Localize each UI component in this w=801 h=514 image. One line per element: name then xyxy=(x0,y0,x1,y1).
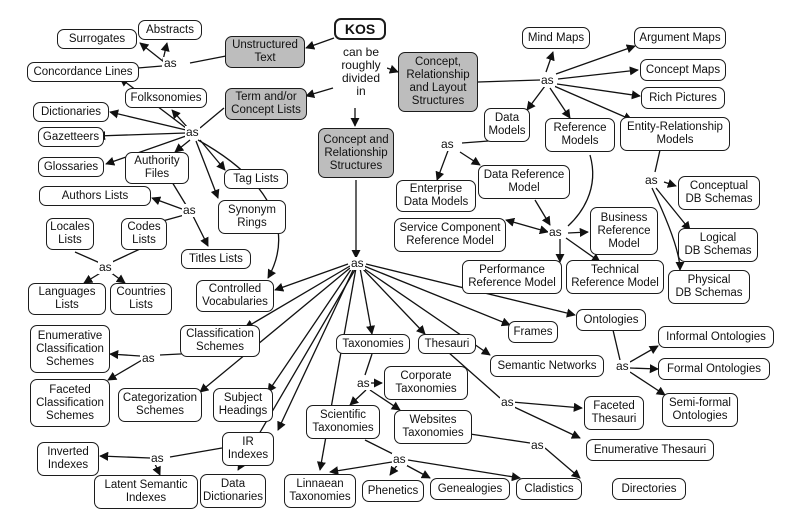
data-models-node: Data Models xyxy=(484,108,530,142)
ir-indexes-node: IR Indexes xyxy=(222,432,274,466)
faceted-thesauri-node: Faceted Thesauri xyxy=(584,396,644,430)
as-label: as xyxy=(98,260,113,274)
faceted-classification-schemes-node: Faceted Classification Schemes xyxy=(30,379,110,427)
entity-relationship-models-node: Entity-Relationship Models xyxy=(620,117,730,151)
as-label: as xyxy=(615,359,630,373)
enumerative-thesauri-node: Enumerative Thesauri xyxy=(586,439,714,461)
concept-relationship-layout-node: Concept, Relationship and Layout Structu… xyxy=(398,52,478,112)
glossaries-node: Glossaries xyxy=(38,157,104,177)
synonym-rings-node: Synonym Rings xyxy=(218,200,286,234)
countries-lists-node: Countries Lists xyxy=(110,283,172,315)
informal-ontologies-node: Informal Ontologies xyxy=(658,326,774,348)
business-reference-model-node: Business Reference Model xyxy=(590,207,658,255)
thesauri-node: Thesauri xyxy=(418,334,476,354)
as-label: as xyxy=(440,137,455,151)
as-label: as xyxy=(185,125,200,139)
languages-lists-node: Languages Lists xyxy=(28,283,106,315)
classification-schemes-node: Classification Schemes xyxy=(180,325,260,357)
as-label: as xyxy=(350,256,365,270)
enumerative-classification-schemes-node: Enumerative Classification Schemes xyxy=(30,325,110,373)
tag-lists-node: Tag Lists xyxy=(224,169,288,189)
scientific-taxonomies-node: Scientific Taxonomies xyxy=(306,405,380,439)
abstracts-node: Abstracts xyxy=(138,20,202,40)
data-reference-model-node: Data Reference Model xyxy=(478,165,570,199)
conceptual-db-schemas-node: Conceptual DB Schemas xyxy=(678,176,760,210)
kos-node: KOS xyxy=(334,18,386,40)
websites-taxonomies-node: Websites Taxonomies xyxy=(394,410,472,444)
locales-lists-node: Locales Lists xyxy=(46,218,94,250)
as-label: as xyxy=(500,395,515,409)
codes-lists-node: Codes Lists xyxy=(121,218,167,250)
ontologies-node: Ontologies xyxy=(576,309,646,331)
mind-maps-node: Mind Maps xyxy=(522,27,590,49)
service-component-reference-model-node: Service Component Reference Model xyxy=(394,218,506,252)
as-label: as xyxy=(182,203,197,217)
reference-models-node: Reference Models xyxy=(545,118,615,152)
as-label: as xyxy=(163,56,178,70)
concept-relationship-structures-node: Concept and Relationship Structures xyxy=(318,128,394,178)
gazetteers-node: Gazetteers xyxy=(38,127,104,147)
phenetics-node: Phenetics xyxy=(362,480,424,502)
corporate-taxonomies-node: Corporate Taxonomies xyxy=(384,366,468,400)
as-label: as xyxy=(644,173,659,187)
as-label: as xyxy=(141,351,156,365)
cladistics-node: Cladistics xyxy=(516,478,582,500)
concordance-lines-node: Concordance Lines xyxy=(27,62,139,82)
as-label: as xyxy=(548,225,563,239)
as-label: as xyxy=(392,452,407,466)
logical-db-schemas-node: Logical DB Schemas xyxy=(678,228,758,262)
directories-node: Directories xyxy=(612,478,686,500)
as-label: as xyxy=(540,73,555,87)
argument-maps-node: Argument Maps xyxy=(634,27,726,49)
controlled-vocabularies-node: Controlled Vocabularies xyxy=(196,280,274,312)
frames-node: Frames xyxy=(508,321,558,343)
surrogates-node: Surrogates xyxy=(57,29,137,49)
authors-lists-node: Authors Lists xyxy=(39,186,151,206)
as-label: as xyxy=(530,438,545,452)
as-label: as xyxy=(356,376,371,390)
physical-db-schemas-node: Physical DB Schemas xyxy=(668,270,750,304)
authority-files-node: Authority Files xyxy=(125,152,189,184)
enterprise-data-models-node: Enterprise Data Models xyxy=(396,180,476,212)
dictionaries-node: Dictionaries xyxy=(33,102,109,122)
unstructured-text-node: Unstructured Text xyxy=(225,36,305,68)
rich-pictures-node: Rich Pictures xyxy=(641,87,725,109)
semantic-networks-node: Semantic Networks xyxy=(490,355,604,377)
inverted-indexes-node: Inverted Indexes xyxy=(37,442,99,476)
formal-ontologies-node: Formal Ontologies xyxy=(658,358,770,380)
term-concept-lists-node: Term and/or Concept Lists xyxy=(225,88,307,120)
linnaean-taxonomies-node: Linnaean Taxonomies xyxy=(284,474,356,508)
performance-reference-model-node: Performance Reference Model xyxy=(462,260,562,294)
folksonomies-node: Folksonomies xyxy=(125,88,207,108)
genealogies-node: Genealogies xyxy=(430,478,510,500)
taxonomies-node: Taxonomies xyxy=(336,334,410,354)
divided-label: can be roughly divided in xyxy=(335,46,387,98)
semi-formal-ontologies-node: Semi-formal Ontologies xyxy=(662,393,738,427)
data-dictionaries-node: Data Dictionaries xyxy=(200,474,266,508)
categorization-schemes-node: Categorization Schemes xyxy=(118,388,202,422)
as-label: as xyxy=(150,451,165,465)
technical-reference-model-node: Technical Reference Model xyxy=(566,260,664,294)
latent-semantic-indexes-node: Latent Semantic Indexes xyxy=(94,475,198,509)
concept-maps-node: Concept Maps xyxy=(640,59,726,81)
titles-lists-node: Titles Lists xyxy=(181,249,251,269)
subject-headings-node: Subject Headings xyxy=(213,388,273,422)
